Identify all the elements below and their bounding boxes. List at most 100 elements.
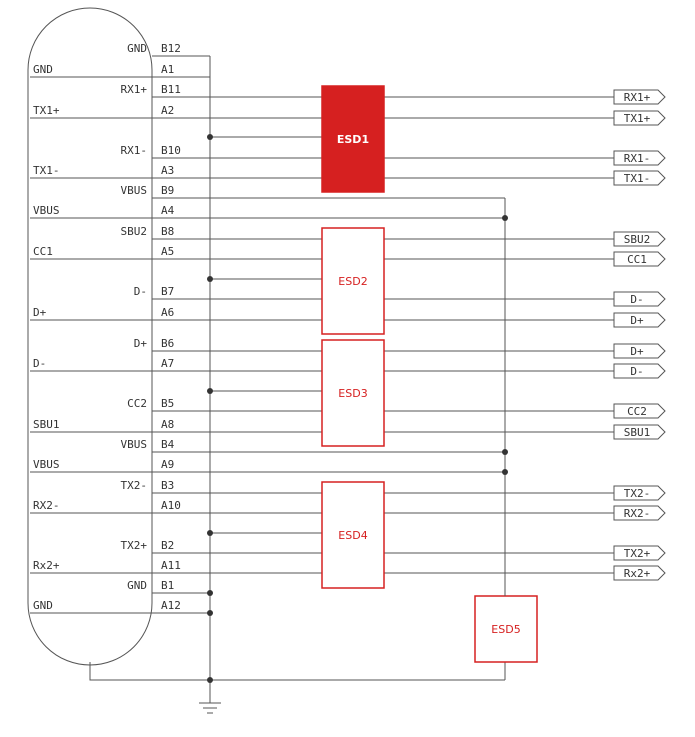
output-port-text: RX2- [624,507,651,520]
arrow-tag-shape [613,403,666,419]
output-port-text: D+ [630,314,644,327]
arrow-tag-shape [613,150,666,166]
output-port-label: D+ [613,343,666,359]
pin-number: A10 [161,499,181,512]
pin-number: B7 [161,285,174,298]
junction-dot [207,590,213,596]
junction-dot [207,677,213,683]
output-port-label: RX2- [613,505,666,521]
a-side-signal-label: VBUS [33,458,60,471]
pin-number: A7 [161,357,174,370]
a-side-signal-label: SBU1 [33,418,60,431]
pin-number: B3 [161,479,174,492]
output-port-text: D- [630,365,643,378]
output-port-label: D- [613,363,666,379]
output-port-text: SBU1 [624,426,651,439]
pin-number: A11 [161,559,181,572]
esd-box [321,227,385,335]
output-port-label: Rx2+ [613,565,666,581]
junction-dot [502,215,508,221]
pin-number: A3 [161,164,174,177]
output-port-text: Rx2+ [624,567,651,580]
a-side-signal-label: RX2- [33,499,60,512]
arrow-tag-shape [613,545,666,561]
esd-block-5: ESD5 [474,595,538,663]
esd-label: ESD2 [338,275,367,288]
arrow-tag-shape [613,485,666,501]
arrow-tag-shape [613,312,666,328]
a-side-signal-label: VBUS [33,204,60,217]
junction-dot [502,469,508,475]
arrow-tag-shape [613,291,666,307]
esd-box [321,339,385,447]
arrow-tag-shape [613,251,666,267]
pin-row-B4: B4 VBUS [121,438,505,453]
pin-number: B8 [161,225,174,238]
arrow-tag-shape [613,170,666,186]
arrow-tag-shape [613,231,666,247]
a-side-signal-label: GND [33,63,53,76]
esd-label: ESD1 [337,133,369,146]
pin-number: B11 [161,83,181,96]
arrow-tag-shape [613,505,666,521]
output-port-text: CC2 [627,405,647,418]
output-port-label: TX1- [613,170,666,186]
connector-body [27,7,153,666]
esd-block-3: ESD3 [321,339,385,447]
b-side-signal-label: D+ [134,337,148,350]
esd-label: ESD3 [338,387,367,400]
a-side-signal-label: Rx2+ [33,559,60,572]
junction-dot [207,530,213,536]
output-port-label: CC1 [613,251,666,267]
a-side-signal-label: D- [33,357,46,370]
output-port-label: RX1- [613,150,666,166]
output-port-label: D+ [613,312,666,328]
esd-label: ESD4 [338,529,367,542]
junction-dot [207,276,213,282]
bottom-return-wire [89,662,505,681]
esd-block-4: ESD4 [321,481,385,589]
output-port-label: SBU1 [613,424,666,440]
esd-box [321,481,385,589]
pin-number: B10 [161,144,181,157]
pin-number: A12 [161,599,181,612]
arrow-tag-shape [613,565,666,581]
output-port-text: D- [630,293,643,306]
arrow-tag-shape [613,89,666,105]
pin-number: A8 [161,418,174,431]
b-side-signal-label: TX2- [121,479,148,492]
output-port-label: D- [613,291,666,307]
a-side-signal-label: TX1+ [33,104,60,117]
junction-dot [207,134,213,140]
arrow-tag-shape [613,363,666,379]
a-side-signal-label: D+ [33,306,47,319]
pin-row-A1: A1 GND [30,63,210,78]
pin-number: B5 [161,397,174,410]
pin-row-B1: B1 GND [127,579,210,594]
pin-number: B4 [161,438,175,451]
junction-dot [207,610,213,616]
esd-block-1: ESD1 [321,85,385,193]
pin-number: A5 [161,245,174,258]
output-port-label: SBU2 [613,231,666,247]
pin-number: A1 [161,63,174,76]
b-side-signal-label: RX1- [121,144,148,157]
pin-number: A2 [161,104,174,117]
b-side-signal-label: VBUS [121,438,148,451]
b-side-signal-label: GND [127,579,147,592]
esd-block-2: ESD2 [321,227,385,335]
output-port-text: RX1+ [624,91,651,104]
pin-number: B12 [161,42,181,55]
output-port-label: TX1+ [613,110,666,126]
arrow-tag-shape [613,424,666,440]
b-side-signal-label: RX1+ [121,83,148,96]
output-port-text: TX1+ [624,112,651,125]
ground-icon [199,702,221,714]
pin-number: B1 [161,579,174,592]
output-port-text: SBU2 [624,233,651,246]
